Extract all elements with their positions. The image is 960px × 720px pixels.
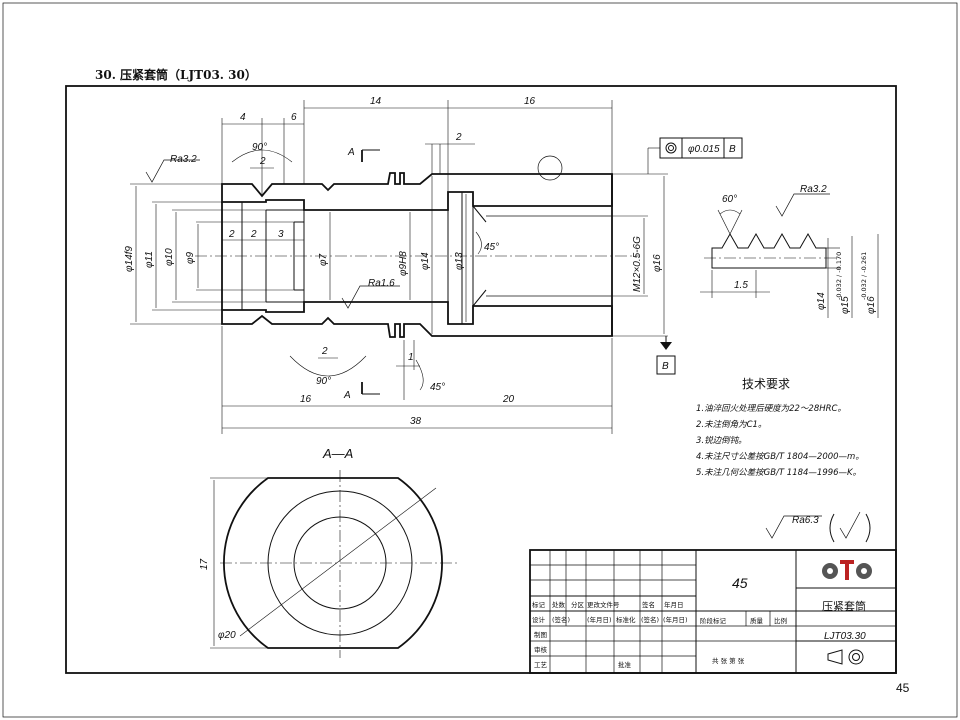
dim-4: 4 <box>240 112 246 123</box>
dim-phi9: φ9 <box>185 251 196 264</box>
upper-wall-hatch <box>221 172 613 211</box>
dim-phi11: φ11 <box>144 251 155 268</box>
detail-circle <box>537 155 563 181</box>
dim-phi7: φ7 <box>318 253 329 266</box>
note-line-3: 3.锐边倒钝。 <box>696 435 747 446</box>
dim-16-bottom: 16 <box>300 394 312 405</box>
notes-heading: 技术要求 <box>742 377 790 391</box>
dim-14: 14 <box>370 96 382 107</box>
dim-2-step-a: 2 <box>228 229 235 240</box>
lower-wall-hatch <box>221 301 613 338</box>
dim-2-top: 2 <box>259 156 266 167</box>
tb-row2-c4: 标准化 <box>616 615 636 624</box>
angle-90-top: 90° <box>252 142 267 153</box>
note-line-1: 1.油淬回火处理后硬度为22～28HRC。 <box>696 403 846 414</box>
dim-20-bottom: 20 <box>502 394 515 405</box>
tb-row4: 审核 <box>534 645 548 654</box>
angle-45-inner: 45° <box>484 242 499 253</box>
section-aa-title: A—A <box>322 446 353 461</box>
title-block: 标记 处数 分区 更改文件号 签名 年月日 设计 (签名) (年月日) 标准化 … <box>529 549 897 674</box>
dim-3-step: 3 <box>278 229 284 240</box>
general-roughness: Ra6.3 <box>765 511 871 543</box>
dim-m12-thread: M12×0.5-6G <box>632 236 643 292</box>
dim-phi14f9: φ14f9 <box>124 246 135 272</box>
tb-row5: 工艺 <box>534 661 548 669</box>
dim-phi9h8: φ9H8 <box>398 251 409 276</box>
page-number: 45 <box>896 681 910 695</box>
note-line-4: 4.未注尺寸公差按GB/T 1804—2000—m。 <box>696 451 864 462</box>
angle-90-bottom: 90° <box>316 376 331 387</box>
ra32-left: Ra3.2 <box>170 154 197 165</box>
section-a-top: A <box>347 147 355 158</box>
tb-row1-c2: 处数 <box>552 600 566 609</box>
right-dimensions: M12×0.5-6G φ16 φ0.015 B B <box>612 137 743 375</box>
dim-phi13: φ13 <box>454 252 465 270</box>
dim-16-top: 16 <box>524 96 536 107</box>
tb-row3: 制图 <box>534 630 547 639</box>
thread-phi15: φ15 <box>840 296 851 314</box>
tb-approve: 批准 <box>618 660 632 669</box>
section-dim-17: 17 <box>199 558 210 570</box>
section-a-bottom: A <box>343 390 351 401</box>
tb-stage: 阶段标记 <box>700 616 727 625</box>
tb-row1-c6: 年月日 <box>664 600 684 609</box>
thread-phi15-tol: -0.032 / -0.170 <box>835 252 843 300</box>
drawing-title: 30. 压紧套筒（LJT03. 30） <box>95 67 257 82</box>
thread-phi16-tol: -0.032 / -0.261 <box>860 252 868 300</box>
publisher-logo <box>822 560 872 580</box>
note-line-5: 5.未注几何公差按GB/T 1184—1996—K。 <box>696 467 861 478</box>
left-diameters: φ14f9 φ11 φ10 φ9 2 2 3 φ7 φ9H8 φ14 φ13 4… <box>124 176 499 334</box>
tb-row1-c5: 签名 <box>642 600 655 609</box>
note-line-2: 2.未注倒角为C1。 <box>696 419 766 430</box>
section-markers: A A <box>343 147 380 401</box>
dim-2-bottom: 2 <box>321 346 328 357</box>
dim-phi14-mid: φ14 <box>420 252 431 270</box>
tb-material: 45 <box>732 575 748 591</box>
ra63: Ra6.3 <box>792 515 819 526</box>
dim-phi16: φ16 <box>652 254 663 272</box>
tb-row2-c6: (年月日) <box>663 615 688 624</box>
dim-phi10: φ10 <box>164 248 175 266</box>
thread-pitch-1.5: 1.5 <box>734 280 748 291</box>
section-dim-phi20: φ20 <box>218 630 236 641</box>
tb-row2-c3: (年月日) <box>587 615 612 624</box>
thread-phi14: φ14 <box>816 292 827 310</box>
section-a-a-view: A—A 17 φ20 <box>199 446 460 658</box>
thread-profile-detail: 60° Ra3.2 1.5 φ14 φ15 -0.032 / -0.170 φ1… <box>700 184 879 318</box>
tolerance-value: φ0.015 <box>688 144 720 155</box>
tb-row1-c4: 更改文件号 <box>587 600 620 609</box>
dim-2-step-b: 2 <box>250 229 257 240</box>
roughness-symbols: Ra3.2 Ra1.6 <box>145 154 400 309</box>
dim-38-overall: 38 <box>410 416 422 427</box>
angle-45-chamfer: 45° <box>430 382 445 393</box>
bottom-dimensions: 2 90° 1 45° 16 20 38 <box>221 326 613 434</box>
tolerance-datum: B <box>729 144 736 155</box>
tb-part-name: 压紧套筒 <box>822 599 866 613</box>
main-sectional-view <box>195 155 640 338</box>
top-dimensions: 4 6 14 16 2 90° 2 <box>221 96 613 196</box>
tb-row1-c1: 标记 <box>532 600 546 609</box>
dim-1-bottom: 1 <box>408 352 414 363</box>
tb-row2-c1: 设计 <box>532 615 546 624</box>
tb-sheets: 共 张 第 张 <box>712 656 745 665</box>
ra16: Ra1.6 <box>368 278 395 289</box>
tb-scale: 比例 <box>774 616 787 625</box>
tb-row1-c3: 分区 <box>571 600 585 609</box>
dim-6: 6 <box>291 112 297 123</box>
tb-row2-c2: (签名) <box>552 615 570 624</box>
tb-row2-c5: (签名) <box>641 615 659 624</box>
tb-drawing-no: LJT03.30 <box>824 631 866 642</box>
tb-weight: 质量 <box>750 616 764 625</box>
datum-b: B <box>662 361 669 372</box>
thread-angle-60: 60° <box>722 194 737 205</box>
technical-requirements: 技术要求 1.油淬回火处理后硬度为22～28HRC。 2.未注倒角为C1。 3.… <box>696 377 864 478</box>
ra32-thread: Ra3.2 <box>800 184 827 195</box>
dim-2-groove: 2 <box>455 132 462 143</box>
thread-phi16: φ16 <box>866 296 877 314</box>
